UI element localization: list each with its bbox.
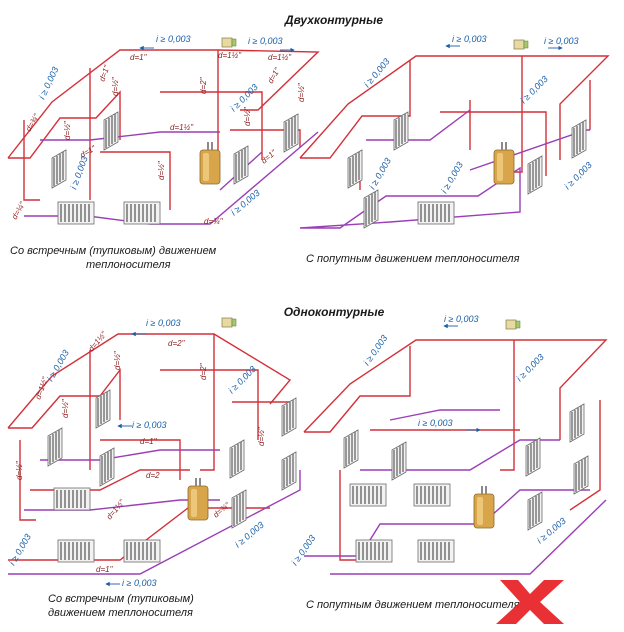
diameter-label: d=½" — [61, 398, 70, 418]
diameter-label: d=1" — [79, 143, 99, 160]
slope-label: i ≥ 0,003 — [37, 65, 61, 100]
slope-label: i ≥ 0,003 — [122, 578, 156, 588]
slope-label: i ≥ 0,003 — [7, 532, 33, 567]
diameter-label: d=¾" — [24, 111, 42, 133]
slope-label: i ≥ 0,003 — [248, 36, 282, 46]
diagram-bottom-right: i ≥ 0,003 i ≥ 0,003 i ≥ 0,003 i ≥ 0,003 … — [289, 314, 608, 611]
boiler-icon — [493, 141, 515, 185]
caption: движением теплоносителя — [48, 607, 193, 619]
diameter-label: d=½" — [63, 120, 72, 140]
radiator-icon — [123, 539, 161, 563]
diameter-label: d=½" — [15, 460, 24, 480]
diameter-label: d=2" — [199, 76, 208, 94]
slope-label: i ≥ 0,003 — [439, 160, 465, 195]
diameter-label: d=1" — [130, 53, 148, 62]
expansion-tank-icon — [505, 319, 521, 330]
diameter-label: d=1" — [266, 65, 283, 85]
diameter-label: d=½" — [113, 350, 122, 370]
expansion-tank-icon — [221, 37, 237, 48]
diameter-label: d=1½" — [105, 497, 127, 521]
radiator-icon — [281, 397, 297, 437]
radiator-icon — [525, 437, 541, 477]
slope-label: i ≥ 0,003 — [444, 314, 478, 324]
slope-label: i ≥ 0,003 — [132, 420, 166, 430]
radiator-icon — [53, 487, 91, 511]
caption: Со встречным (тупиковым) — [48, 593, 194, 605]
radiator-icon — [57, 201, 95, 225]
diameter-label: d=¼" — [10, 199, 28, 221]
radiator-icon — [281, 451, 297, 491]
radiator-icon — [527, 491, 543, 531]
slope-label: i ≥ 0,003 — [514, 352, 545, 383]
section-title-single: Одноконтурные — [284, 305, 385, 319]
diameter-label: d=1½" — [268, 53, 292, 62]
diameter-label: d=½" — [297, 82, 306, 102]
diameter-label: d=1" — [96, 565, 114, 574]
diameter-label: d=¾" — [212, 500, 233, 520]
caption: С попутным движением теплоносителя — [306, 599, 520, 611]
slope-label: i ≥ 0,003 — [518, 74, 549, 105]
diameter-label: d=½" — [157, 160, 166, 180]
radiator-icon — [231, 489, 247, 529]
radiator-icon — [51, 149, 67, 189]
diameter-label: d=2 — [146, 471, 160, 480]
radiator-icon — [417, 539, 455, 563]
slope-label: i ≥ 0,003 — [229, 188, 262, 218]
radiator-icon — [283, 113, 299, 153]
diameter-label: d=½" — [111, 76, 120, 96]
section-title-double: Двухконтурные — [284, 13, 383, 27]
radiator-icon — [349, 483, 387, 507]
caption: Со встречным (тупиковым) движением — [10, 245, 217, 257]
diameter-label: d=2" — [199, 362, 208, 380]
radiator-icon — [103, 111, 119, 151]
slope-label: i ≥ 0,003 — [226, 364, 257, 395]
slope-label: i ≥ 0,003 — [156, 34, 190, 44]
radiator-icon — [123, 201, 161, 225]
x-logo-icon — [496, 580, 564, 624]
slope-label: i ≥ 0,003 — [68, 155, 89, 191]
caption: С попутным движением теплоносителя — [306, 253, 520, 265]
radiator-icon — [343, 429, 359, 469]
diameter-label: d=1½" — [33, 375, 50, 401]
diameter-label: d=2" — [168, 339, 186, 348]
expansion-tank-icon — [221, 317, 237, 328]
diameter-label: d=½" — [243, 106, 252, 126]
radiator-icon — [355, 539, 393, 563]
boiler-icon — [199, 141, 221, 185]
slope-label: i ≥ 0,003 — [562, 160, 593, 191]
radiator-icon — [57, 539, 95, 563]
radiator-icon — [569, 403, 585, 443]
slope-label: i ≥ 0,003 — [418, 418, 452, 428]
diameter-label: d=½" — [257, 426, 266, 446]
radiator-icon — [573, 455, 589, 495]
slope-label: i ≥ 0,003 — [289, 533, 317, 567]
slope-label: i ≥ 0,003 — [361, 333, 389, 367]
diameter-label: d=¾" — [204, 217, 224, 226]
radiator-icon — [99, 447, 115, 487]
diameter-label: d=1½" — [218, 51, 242, 60]
boiler-icon — [473, 485, 495, 529]
caption: теплоносителя — [86, 259, 171, 271]
radiator-icon — [417, 201, 455, 225]
radiator-icon — [527, 155, 543, 195]
diameter-label: d=1½" — [170, 123, 194, 132]
radiator-icon — [571, 119, 587, 159]
radiator-icon — [233, 145, 249, 185]
radiator-icon — [413, 483, 451, 507]
boiler-icon — [187, 477, 209, 521]
diagram-top-left: i ≥ 0,003 i ≥ 0,003 i ≥ 0,003 i ≥ 0,003 … — [7, 34, 320, 271]
diagram-bottom-left: i ≥ 0,003 i ≥ 0,003 i ≥ 0,003 i ≥ 0,003 … — [7, 317, 301, 619]
radiator-icon — [391, 441, 407, 481]
radiator-icon — [393, 111, 409, 151]
slope-label: i ≥ 0,003 — [367, 156, 393, 191]
expansion-tank-icon — [513, 39, 529, 50]
radiator-icon — [229, 439, 245, 479]
diagram-top-right: i ≥ 0,003 i ≥ 0,003 i ≥ 0,003 i ≥ 0,003 … — [299, 34, 610, 265]
slope-label: i ≥ 0,003 — [544, 36, 578, 46]
diameter-label: d=1" — [140, 437, 158, 446]
slope-label: i ≥ 0,003 — [452, 34, 486, 44]
slope-label: i ≥ 0,003 — [146, 318, 180, 328]
